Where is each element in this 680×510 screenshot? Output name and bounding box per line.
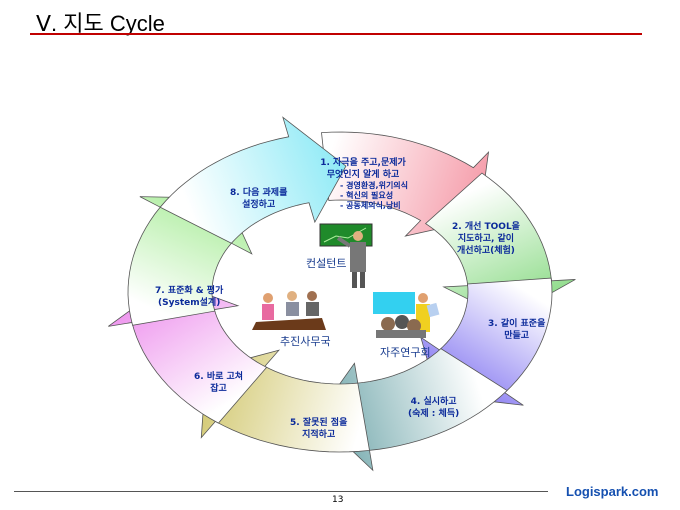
step-2-label: 2. 개선 TOOL을 지도하고, 같이 개선하고(체험) [452,221,520,257]
study-group-icon [373,292,440,338]
step-1-sub-3: - 공동체의식,낭비 [340,201,401,210]
step-4-label: 4. 실시하고 (숙제 : 체득) [408,396,459,420]
footer-divider [14,491,548,492]
slide-title: Ⅴ. 지도 Cycle [36,11,165,36]
step-7-line-2: (System설계) [158,298,221,308]
step-6-line-2: 잡고 [210,384,227,394]
role-office: 추진사무국 [280,335,331,348]
step-1-line-2: 무엇인지 알게 하고 [326,170,400,180]
step-5-label: 5. 잘못된 점을 지적하고 [290,417,347,441]
step-6-line-1: 6. 바로 고쳐 [194,372,244,382]
step-4-line-1: 4. 실시하고 [410,397,457,407]
cycle-arrow-step-8 [159,116,347,244]
step-7-line-1: 7. 표준화 & 평가 [155,286,224,296]
step-6-label: 6. 바로 고쳐 잡고 [194,371,243,395]
role-study-group: 자주연구회 [380,346,431,359]
step-3-label: 3. 같이 표준을 만들고 [488,318,545,342]
office-meeting-icon [252,291,326,330]
step-2-line-3: 개선하고(체험) [457,246,515,256]
step-2-line-2: 지도하고, 같이 [457,234,515,244]
step-8-line-2: 설정하고 [242,200,276,210]
title-divider [30,33,642,35]
step-5-line-2: 지적하고 [302,430,336,440]
step-1-sub-2: - 혁신의 필요성 [340,191,394,200]
step-5-line-1: 5. 잘못된 점을 [290,418,348,428]
step-1-line-1: 1. 자극을 주고,문제가 [320,158,406,168]
step-1-label: 1. 자극을 주고,문제가 무엇인지 알게 하고 - 경영환경,위기의식 - 혁… [318,157,408,211]
step-7-label: 7. 표준화 & 평가 (System설계) [155,285,223,309]
consultant-figure-icon [319,223,373,288]
step-3-line-1: 3. 같이 표준을 [488,319,546,329]
step-3-line-2: 만들고 [504,331,530,341]
step-8-line-1: 8. 다음 과제를 [230,188,288,198]
step-8-label: 8. 다음 과제를 설정하고 [230,187,287,211]
page-number: 13 [332,495,344,505]
step-1-sub-1: - 경영환경,위기의식 [340,181,409,190]
role-consultant: 컨설턴트 [306,257,347,270]
step-4-line-2: (숙제 : 체득) [408,409,460,419]
brand-logo: Logispark.com [566,484,659,499]
step-2-line-1: 2. 개선 TOOL을 [452,222,520,232]
